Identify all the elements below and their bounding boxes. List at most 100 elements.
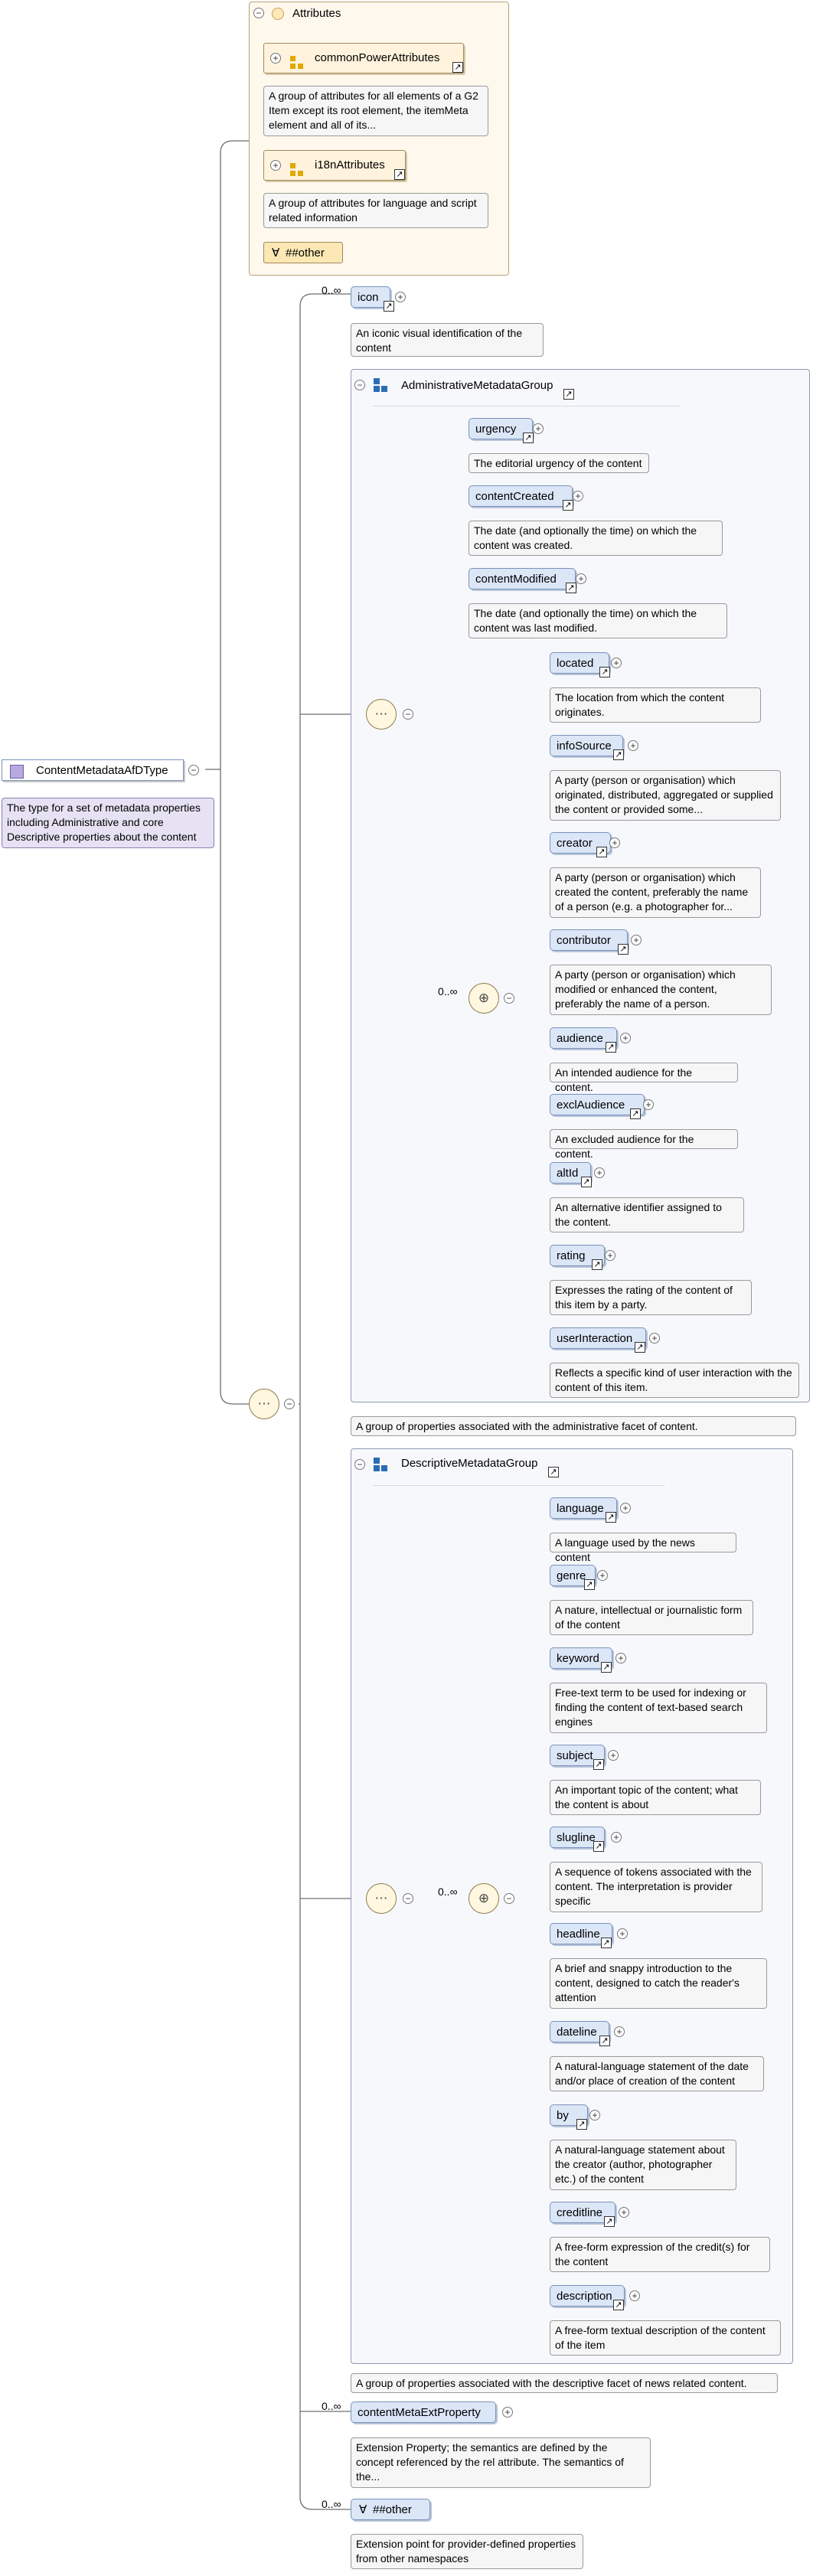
link-arrow-icon[interactable]: ↗ <box>630 1108 641 1119</box>
link-arrow-icon[interactable]: ↗ <box>581 1177 592 1187</box>
link-arrow-icon[interactable]: ↗ <box>613 749 624 760</box>
link-arrow-icon[interactable]: ↗ <box>635 1342 645 1353</box>
collapse-icon[interactable]: − <box>284 1399 295 1409</box>
element-userinteraction[interactable]: userInteraction ↗ <box>550 1327 646 1353</box>
element-language[interactable]: language ↗ <box>550 1497 617 1523</box>
link-arrow-icon[interactable]: ↗ <box>548 1467 559 1477</box>
expand-icon[interactable]: + <box>643 1099 654 1110</box>
link-arrow-icon[interactable]: ↗ <box>576 2119 587 2130</box>
expand-icon[interactable]: + <box>631 935 642 945</box>
attribute-group-i18n[interactable]: + i18nAttributes ↗ <box>263 150 406 181</box>
expand-icon[interactable]: + <box>608 1750 619 1761</box>
link-arrow-icon[interactable]: ↗ <box>592 1259 602 1270</box>
element-creator[interactable]: creator ↗ <box>550 832 611 857</box>
link-arrow-icon[interactable]: ↗ <box>618 944 629 955</box>
link-arrow-icon[interactable]: ↗ <box>606 1512 616 1523</box>
collapse-icon[interactable]: − <box>504 993 514 1004</box>
collapse-icon[interactable]: − <box>403 1893 413 1904</box>
link-arrow-icon[interactable]: ↗ <box>384 301 394 312</box>
expand-icon[interactable]: + <box>629 2290 640 2301</box>
expand-icon[interactable]: + <box>605 1250 615 1261</box>
collapse-icon[interactable]: − <box>354 1459 365 1470</box>
link-arrow-icon[interactable]: ↗ <box>593 1841 604 1852</box>
element-headline[interactable]: headline ↗ <box>550 1923 612 1948</box>
link-arrow-icon[interactable]: ↗ <box>601 1662 612 1673</box>
element-by[interactable]: by ↗ <box>550 2104 588 2130</box>
link-arrow-icon[interactable]: ↗ <box>394 169 405 180</box>
element-slugline[interactable]: slugline ↗ <box>550 1827 605 1852</box>
element-audience[interactable]: audience ↗ <box>550 1027 617 1053</box>
element-contributor[interactable]: contributor ↗ <box>550 929 629 955</box>
expand-icon[interactable]: + <box>270 53 281 64</box>
root-type-node[interactable]: ContentMetadataAfDType <box>2 759 184 781</box>
link-arrow-icon[interactable]: ↗ <box>596 847 607 857</box>
expand-icon[interactable]: + <box>533 423 544 434</box>
choice-compositor-icon[interactable]: ⊕ <box>469 1883 499 1914</box>
element-contentmetaextproperty[interactable]: contentMetaExtProperty <box>351 2401 496 2423</box>
expand-icon[interactable]: + <box>270 160 281 171</box>
expand-icon[interactable]: + <box>597 1570 608 1581</box>
expand-icon[interactable]: + <box>611 1832 622 1843</box>
element-icon[interactable]: icon ↗ <box>351 286 394 312</box>
sequence-compositor-icon[interactable]: ⋯ <box>366 1883 397 1914</box>
link-arrow-icon[interactable]: ↗ <box>606 1042 616 1053</box>
choice-compositor-icon[interactable]: ⊕ <box>469 983 499 1014</box>
expand-icon[interactable]: + <box>576 573 586 584</box>
link-arrow-icon[interactable]: ↗ <box>599 2036 610 2046</box>
expand-icon[interactable]: + <box>502 2407 513 2418</box>
collapse-icon[interactable]: − <box>188 765 199 775</box>
element-rating[interactable]: rating ↗ <box>550 1245 605 1270</box>
link-arrow-icon[interactable]: ↗ <box>584 1579 595 1590</box>
expand-icon[interactable]: + <box>395 292 406 302</box>
expand-icon[interactable]: + <box>611 658 622 668</box>
element-contentmodified[interactable]: contentModified ↗ <box>469 568 576 593</box>
link-arrow-icon[interactable]: ↗ <box>613 2300 624 2310</box>
attribute-group-description: A group of attributes for language and s… <box>263 193 488 228</box>
collapse-icon[interactable]: − <box>253 8 264 18</box>
expand-icon[interactable]: + <box>620 1033 631 1043</box>
expand-icon[interactable]: + <box>628 740 638 751</box>
element-exclaudience[interactable]: exclAudience ↗ <box>550 1094 645 1119</box>
expand-icon[interactable]: + <box>609 837 620 848</box>
expand-icon[interactable]: + <box>619 2207 629 2218</box>
element-subject[interactable]: subject ↗ <box>550 1745 605 1770</box>
expand-icon[interactable]: + <box>573 491 583 501</box>
collapse-icon[interactable]: − <box>403 709 413 720</box>
link-arrow-icon[interactable]: ↗ <box>593 1759 604 1770</box>
element-description: A natural-language statement about the c… <box>550 2140 736 2190</box>
element-urgency[interactable]: urgency ↗ <box>469 418 534 443</box>
sequence-compositor-icon[interactable]: ⋯ <box>249 1389 279 1419</box>
link-arrow-icon[interactable]: ↗ <box>563 500 573 511</box>
collapse-icon[interactable]: − <box>504 1893 514 1904</box>
element-creditline[interactable]: creditline ↗ <box>550 2202 615 2227</box>
link-arrow-icon[interactable]: ↗ <box>601 1938 612 1948</box>
expand-icon[interactable]: + <box>615 1653 626 1663</box>
element-contentcreated[interactable]: contentCreated ↗ <box>469 485 573 511</box>
link-arrow-icon[interactable]: ↗ <box>604 2216 615 2227</box>
element-located[interactable]: located ↗ <box>550 652 610 677</box>
element-keyword[interactable]: keyword ↗ <box>550 1647 612 1673</box>
expand-icon[interactable]: + <box>589 2110 600 2121</box>
link-arrow-icon[interactable]: ↗ <box>523 433 534 443</box>
element-genre[interactable]: genre ↗ <box>550 1565 596 1590</box>
expand-icon[interactable]: + <box>594 1167 605 1178</box>
link-arrow-icon[interactable]: ↗ <box>452 62 463 73</box>
link-arrow-icon[interactable]: ↗ <box>599 667 610 677</box>
link-arrow-icon[interactable]: ↗ <box>566 583 576 593</box>
expand-icon[interactable]: + <box>617 1928 628 1939</box>
element-infosource[interactable]: infoSource ↗ <box>550 735 624 760</box>
attribute-group-common-power[interactable]: + commonPowerAttributes ↗ <box>263 43 464 73</box>
any-attribute-other[interactable]: ∀ ##other <box>263 242 343 263</box>
element-description-node[interactable]: description ↗ <box>550 2285 625 2310</box>
element-dateline[interactable]: dateline ↗ <box>550 2021 610 2046</box>
expand-icon[interactable]: + <box>649 1333 660 1344</box>
element-altid[interactable]: altId ↗ <box>550 1162 592 1187</box>
element-description: A brief and snappy introduction to the c… <box>550 1958 767 2009</box>
any-element-other[interactable]: ∀ ##other <box>351 2499 430 2520</box>
collapse-icon[interactable]: − <box>354 380 365 390</box>
group-icon <box>374 377 387 397</box>
link-arrow-icon[interactable]: ↗ <box>563 389 574 400</box>
expand-icon[interactable]: + <box>614 2026 625 2037</box>
sequence-compositor-icon[interactable]: ⋯ <box>366 699 397 730</box>
expand-icon[interactable]: + <box>620 1503 631 1513</box>
